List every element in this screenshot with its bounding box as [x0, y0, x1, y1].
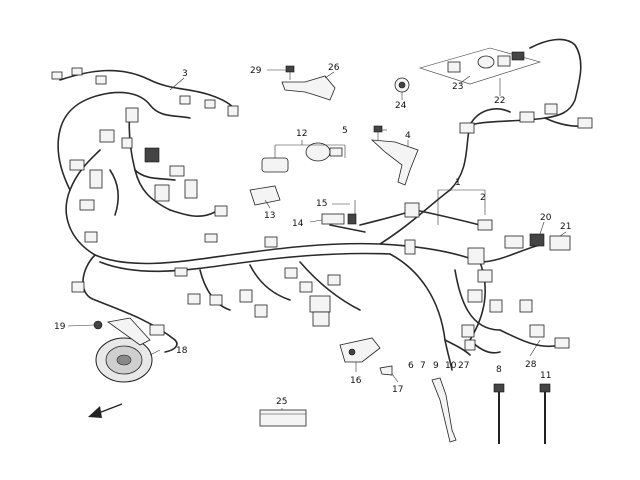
- callout-26: 26: [328, 63, 340, 73]
- part-22-23-unit: [418, 47, 542, 85]
- part-19-bolt: [93, 320, 103, 330]
- connectors: [51, 67, 593, 351]
- callout-27: 27: [458, 361, 469, 371]
- callout-22: 22: [494, 96, 505, 106]
- part-5-bolt: [373, 125, 383, 140]
- part-17-clip: [379, 365, 393, 376]
- direction-arrow-icon: [88, 403, 123, 418]
- part-25-box: [259, 409, 307, 427]
- callout-17: 17: [392, 385, 403, 395]
- leader-lines: [67, 69, 567, 410]
- callout-24: 24: [395, 101, 407, 111]
- callout-10: 10: [445, 361, 457, 371]
- callout-15: 15: [316, 199, 327, 209]
- callout-3: 3: [182, 69, 188, 79]
- callout-23: 23: [452, 82, 463, 92]
- callout-14: 14: [292, 219, 304, 229]
- part-9-band: [431, 377, 457, 443]
- part-12-sensor: [261, 142, 346, 173]
- callout-11: 11: [540, 371, 551, 381]
- part-4-bracket: [370, 139, 419, 186]
- callout-6: 6: [408, 361, 414, 371]
- callout-21: 21: [560, 222, 571, 232]
- part-11-cable-tie: [539, 383, 551, 444]
- callout-9: 9: [433, 361, 439, 371]
- callout-19: 19: [54, 322, 66, 332]
- part-18-horn: [95, 317, 153, 383]
- callout-labels: 1 2 3 4 5 6 7 8 9 10 11 12 13 14 15 16 1…: [54, 63, 571, 407]
- callout-13: 13: [264, 211, 275, 221]
- part-24-grommet: [394, 77, 410, 93]
- part-29-bolt: [285, 65, 295, 80]
- callout-25: 25: [276, 397, 287, 407]
- part-13-plate: [249, 185, 281, 206]
- part-26-bracket: [281, 75, 336, 101]
- callout-20: 20: [540, 213, 552, 223]
- callout-1: 1: [455, 178, 461, 188]
- callout-8: 8: [496, 365, 502, 375]
- callout-28: 28: [525, 360, 537, 370]
- callout-12: 12: [296, 129, 307, 139]
- callout-5: 5: [342, 126, 348, 136]
- part-16-bracket: [339, 337, 381, 363]
- callout-18: 18: [176, 346, 188, 356]
- callout-29: 29: [250, 66, 262, 76]
- callout-16: 16: [350, 376, 362, 386]
- part-14-bracket: [321, 200, 357, 225]
- part-8-cable-tie: [493, 383, 505, 444]
- callout-2: 2: [480, 193, 486, 203]
- callout-7: 7: [420, 361, 426, 371]
- callout-4: 4: [405, 131, 411, 141]
